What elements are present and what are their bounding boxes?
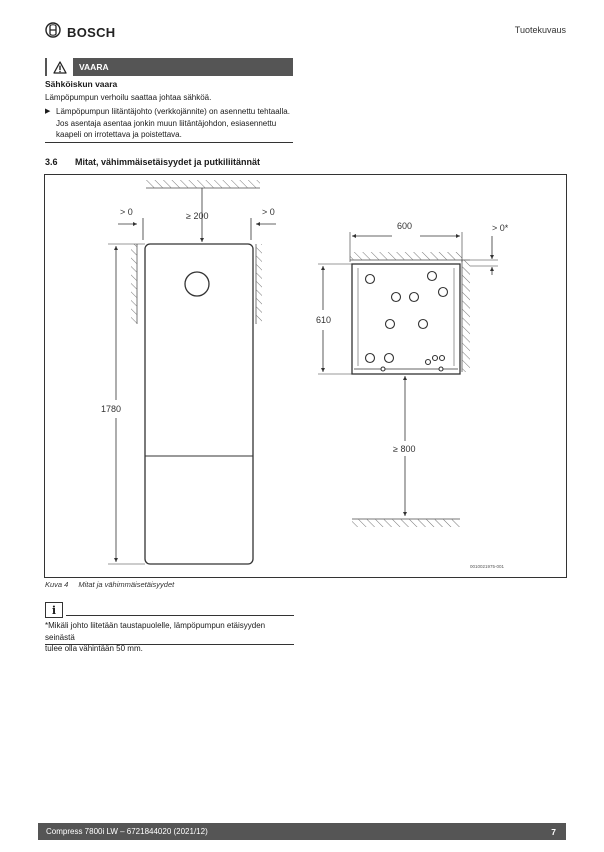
- warning-bullet-line-3: kaapeli on irrotettava ja poistettava.: [56, 130, 182, 139]
- pipe-connection: [437, 286, 449, 298]
- warning-divider: [45, 142, 293, 143]
- warning-label: VAARA: [79, 62, 109, 72]
- info-divider-bottom: [45, 644, 294, 645]
- dim-width: 600: [397, 221, 412, 231]
- front-view: [108, 180, 276, 565]
- warning-bullet-line-2: Jos asentaja asentaa jonkin muun liitänt…: [56, 118, 277, 128]
- dimension-figure: [44, 174, 567, 578]
- section-number: 3.6: [45, 157, 58, 167]
- chapter-title: Tuotekuvaus: [514, 25, 566, 35]
- pipe-connection: [424, 358, 432, 366]
- pipe-connection: [383, 352, 395, 364]
- pipe-connection: [364, 273, 376, 285]
- warning-bar: VAARA: [45, 58, 293, 76]
- info-divider-top: [66, 615, 294, 616]
- page-number: 7: [551, 826, 556, 837]
- warning-bullet: ▶ Lämpöpumpun liitäntäjohto (verkkojänni…: [45, 106, 295, 141]
- dim-left-gap: > 0: [120, 207, 133, 217]
- warning-triangle-icon: [47, 58, 73, 76]
- info-text-line-1: *Mikäli johto liitetään taustapuolelle, …: [45, 621, 266, 642]
- pipe-connection: [390, 291, 402, 303]
- footer-product: Compress 7800i LW – 6721844020 (2021/12): [46, 827, 208, 836]
- bullet-arrow-icon: ▶: [45, 108, 51, 115]
- side-wall-hatch: [462, 260, 470, 372]
- pipe-connection: [408, 291, 420, 303]
- top-view: [318, 232, 498, 527]
- section-title: Mitat, vähimmäisetäisyydet ja putkiliitä…: [75, 157, 261, 167]
- pipe-connection: [438, 354, 446, 362]
- info-text-line-2: tulee olla vähintään 50 mm.: [45, 644, 143, 653]
- pipe-connection: [364, 352, 376, 364]
- dim-front-gap: ≥ 800: [393, 444, 415, 454]
- display-circle-icon: [184, 271, 210, 297]
- pipe-connection: [417, 318, 429, 330]
- dim-right-gap: > 0: [262, 207, 275, 217]
- info-icon: i: [45, 602, 63, 618]
- warning-bullet-line-1: Lämpöpumpun liitäntäjohto (verkkojännite…: [56, 107, 290, 116]
- caption-number: Kuva 4: [45, 580, 69, 589]
- heat-pump-front: [144, 243, 254, 565]
- left-wall-hatch: [131, 244, 137, 324]
- page-footer: Compress 7800i LW – 6721844020 (2021/12)…: [38, 823, 566, 840]
- brand-logo: BOSCH: [45, 22, 115, 43]
- right-wall-hatch: [256, 244, 262, 324]
- bosch-armature-icon: [45, 22, 61, 43]
- foot: [438, 366, 444, 372]
- info-text: *Mikäli johto liitetään taustapuolelle, …: [45, 620, 297, 655]
- ceiling-hatch: [146, 180, 260, 188]
- dim-height: 1780: [101, 404, 121, 414]
- figure-caption: Kuva 4 Mitat ja vähimmäisetäisyydet: [45, 580, 174, 589]
- pipe-connection: [431, 354, 439, 362]
- caption-text: Mitat ja vähimmäisetäisyydet: [78, 580, 175, 589]
- brand-name: BOSCH: [67, 25, 116, 40]
- warning-title: Sähköiskun vaara: [45, 79, 118, 89]
- figure-code: 0010021975-001: [470, 564, 505, 569]
- pipe-connection: [426, 270, 438, 282]
- dim-rear-gap: > 0*: [492, 223, 509, 233]
- warning-text: Lämpöpumpun verhoilu saattaa johtaa sähk…: [45, 93, 212, 102]
- foot: [380, 366, 386, 372]
- front-wall-hatch: [352, 519, 460, 527]
- rear-wall-hatch: [350, 252, 462, 260]
- pipe-connection: [384, 318, 396, 330]
- section-heading: 3.6 Mitat, vähimmäisetäisyydet ja putkili…: [45, 157, 260, 167]
- dim-depth: 610: [316, 315, 331, 325]
- dim-top-gap: ≥ 200: [186, 211, 208, 221]
- pipe-connections: [364, 270, 449, 372]
